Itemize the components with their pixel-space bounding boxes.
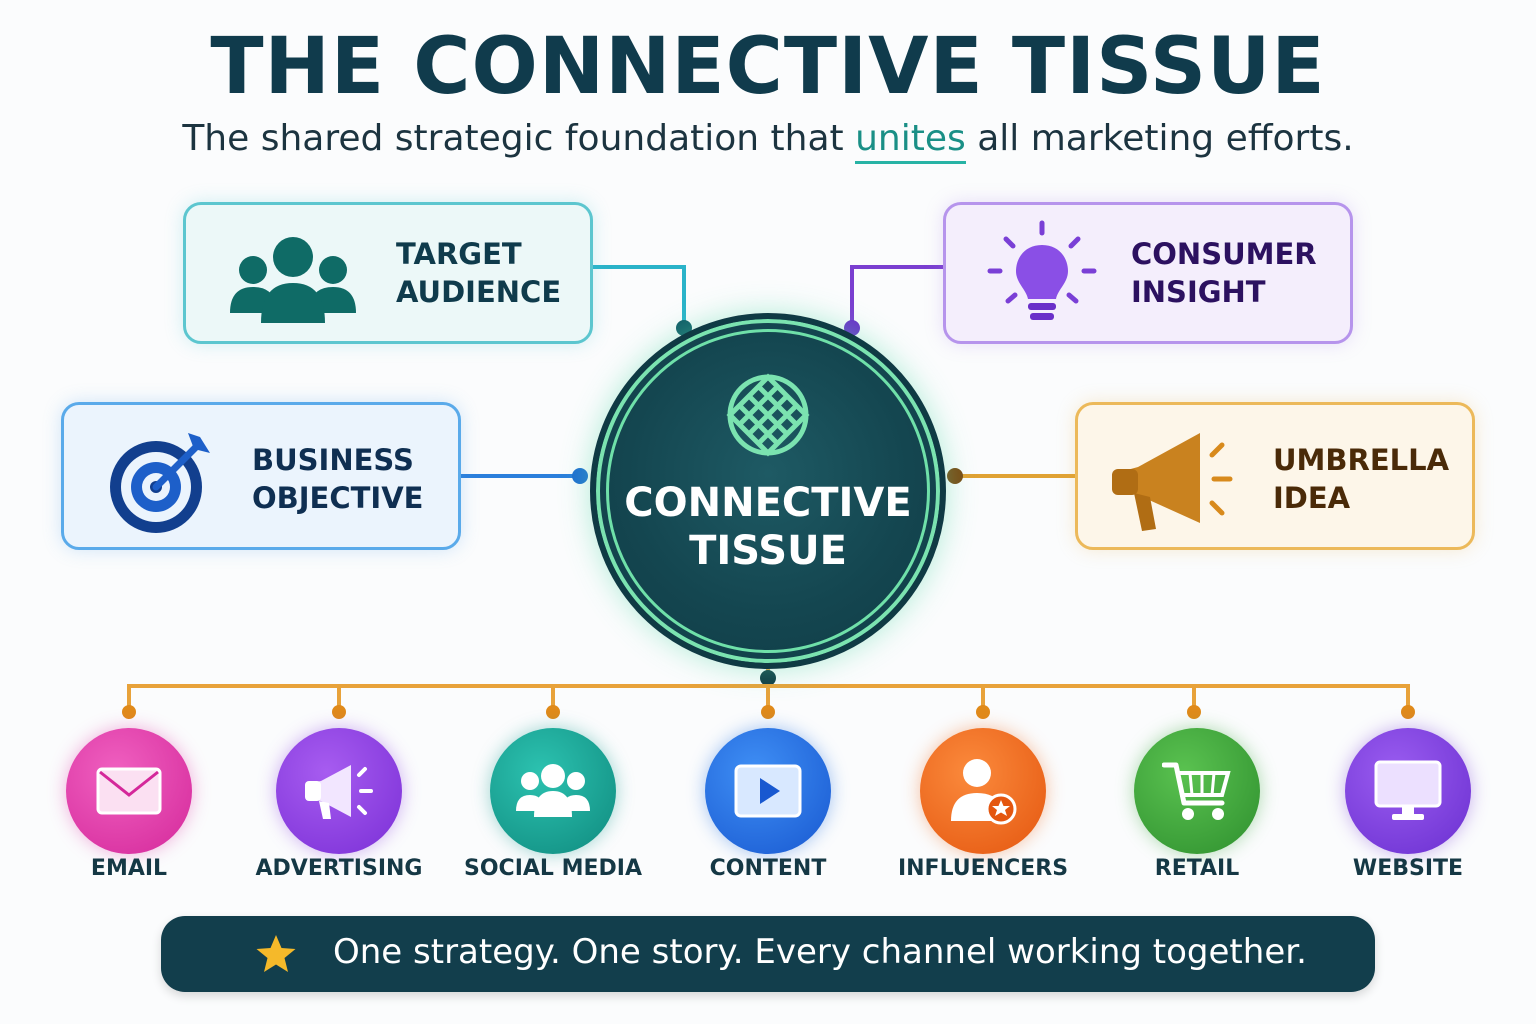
channel-email-label: EMAIL <box>90 856 168 881</box>
channel-website-label: WEBSITE <box>1352 856 1464 881</box>
monitor-icon <box>1374 760 1442 820</box>
hub-label-line1: CONNECTIVE <box>624 480 912 526</box>
channel-influencers-label: INFLUENCERS <box>897 856 1069 881</box>
consumer-insight-line2: INSIGHT <box>1131 275 1266 309</box>
tagline-text: One strategy. One story. Every channel w… <box>333 932 1307 972</box>
channel-retail <box>1134 728 1260 854</box>
subtitle-end: all marketing efforts. <box>965 118 1354 159</box>
consumer-insight-line1: CONSUMER <box>1131 237 1317 271</box>
people-group-icon <box>516 764 590 817</box>
page-subtitle: The shared strategic foundation that uni… <box>0 118 1536 164</box>
business-objective-line1: BUSINESS <box>252 443 414 477</box>
person-star-icon <box>951 759 1017 825</box>
channel-email <box>66 728 192 854</box>
target-arrow-icon <box>110 433 210 533</box>
people-group-icon <box>230 237 356 323</box>
umbrella-idea-card: UMBRELLA IDEA <box>1075 402 1475 550</box>
consumer-insight-card: CONSUMER INSIGHT <box>943 202 1353 344</box>
channel-content-label: CONTENT <box>709 856 827 881</box>
channel-content <box>705 728 831 854</box>
channel-website <box>1345 728 1471 854</box>
channel-advertising-label: ADVERTISING <box>255 856 423 881</box>
hub-ring <box>606 329 930 653</box>
star-icon <box>256 935 296 972</box>
channel-social-media-label: SOCIAL MEDIA <box>464 856 642 881</box>
channel-social-media <box>490 728 616 854</box>
envelope-icon <box>96 767 162 815</box>
business-objective-card: BUSINESS OBJECTIVE <box>61 402 461 550</box>
channel-influencers <box>920 728 1046 854</box>
interlaced-knot-icon <box>726 373 810 457</box>
target-audience-line1: TARGET <box>396 237 522 271</box>
shopping-cart-icon <box>1162 762 1231 820</box>
umbrella-idea-line2: IDEA <box>1273 481 1351 515</box>
connective-tissue-hub: CONNECTIVE TISSUE <box>590 313 946 669</box>
page-title: THE CONNECTIVE TISSUE <box>210 22 1326 112</box>
subtitle-highlight: unites <box>855 118 966 164</box>
channel-retail-label: RETAIL <box>1154 856 1240 881</box>
lightbulb-icon <box>987 220 1097 320</box>
video-play-icon <box>734 764 802 818</box>
tagline-banner: One strategy. One story. Every channel w… <box>161 916 1375 992</box>
business-objective-line2: OBJECTIVE <box>252 481 424 515</box>
megaphone-icon <box>305 765 373 819</box>
target-audience-card: TARGET AUDIENCE <box>183 202 593 344</box>
hub-label-line2: TISSUE <box>689 528 847 574</box>
subtitle-start: The shared strategic foundation that <box>182 118 856 159</box>
channel-advertising <box>276 728 402 854</box>
target-audience-line2: AUDIENCE <box>396 275 562 309</box>
megaphone-icon <box>1112 433 1233 531</box>
umbrella-idea-line1: UMBRELLA <box>1273 443 1450 477</box>
